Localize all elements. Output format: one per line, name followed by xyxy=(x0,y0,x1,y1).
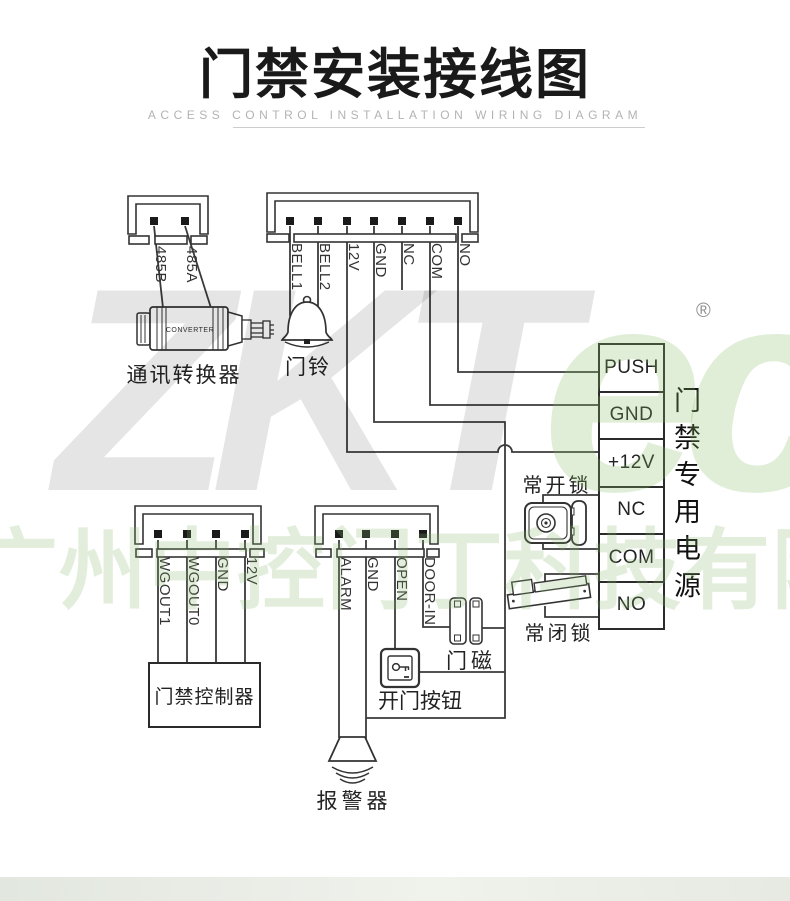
wiegand-connector xyxy=(134,505,262,545)
terminal-12v: +12V xyxy=(600,438,663,486)
registered-trademark-icon: ® xyxy=(696,300,711,322)
power-supply-label: 门禁专用电源 xyxy=(670,386,700,608)
alarm-label: 报警器 xyxy=(316,790,392,813)
exit-button-label: 开门按钮 xyxy=(378,690,462,713)
terminal-nc: NC xyxy=(600,485,663,534)
pin-label-com: COM xyxy=(428,243,445,280)
pin-label-wgout0: WGOUT0 xyxy=(185,557,202,626)
nc-lock-icon xyxy=(506,575,592,610)
doorbell-icon xyxy=(280,295,334,348)
pin-label-wg-12v: 12V xyxy=(243,557,260,586)
wire-door-in xyxy=(422,540,453,628)
wires-wiegand-to-controller xyxy=(157,540,246,662)
pin-label-open: OPEN xyxy=(393,557,410,602)
pin-label-io-gnd: GND xyxy=(364,557,381,592)
converter-text: CONVERTER xyxy=(166,327,214,334)
pin-label-no: NO xyxy=(456,243,473,267)
terminal-com: COM xyxy=(600,533,663,581)
pin-label-12v: 12V xyxy=(345,243,362,272)
converter-icon: CONVERTER xyxy=(136,306,274,351)
wires xyxy=(153,225,598,740)
converter-label: 通讯转换器 xyxy=(126,364,242,387)
main-connector xyxy=(266,192,479,233)
power-supply-box: PUSH GND +12V NC COM NO xyxy=(598,343,665,630)
doorbell-label: 门铃 xyxy=(285,356,331,379)
pin-label-wgout1: WGOUT1 xyxy=(156,557,173,626)
subtitle-underline xyxy=(233,127,645,128)
terminal-push: PUSH xyxy=(604,356,659,378)
controller-box: 门禁控制器 xyxy=(148,662,261,728)
no-lock-icon xyxy=(524,500,587,546)
pin-label-nc: NC xyxy=(400,243,417,266)
no-lock-label: 常开锁 xyxy=(522,475,592,497)
pin-label-wg-gnd: GND xyxy=(214,557,231,592)
wire-com-to-gnd-terminal xyxy=(429,226,598,406)
connector-pins xyxy=(150,217,462,538)
io-connector xyxy=(314,505,439,545)
pin-label-door-in: DOOR-IN xyxy=(421,557,438,626)
pin-label-bell1: BELL1 xyxy=(288,243,305,291)
terminal-gnd: GND xyxy=(600,390,663,439)
bottom-decor-strip xyxy=(0,877,790,901)
alarm-icon xyxy=(327,736,378,784)
rs485-connector xyxy=(127,195,209,235)
nc-lock-label: 常闭锁 xyxy=(524,623,594,645)
pin-label-bell2: BELL2 xyxy=(316,243,333,291)
wire-485a xyxy=(184,225,212,309)
pin-label-gnd: GND xyxy=(372,243,389,278)
pin-label-485a: 485A xyxy=(183,246,200,284)
wire-12v-to-power xyxy=(346,226,598,453)
door-sensor-icon xyxy=(449,597,483,645)
wire-gnd-bus xyxy=(366,226,506,719)
wire-nclock-bottom xyxy=(544,606,598,618)
wire-no-to-push xyxy=(457,226,598,373)
connector-brackets xyxy=(127,192,479,558)
door-sensor-label: 门磁 xyxy=(446,650,496,673)
exit-button-icon xyxy=(379,647,421,689)
page-title: 门禁安装接线图 xyxy=(199,45,591,105)
pin-label-alarm: ALARM xyxy=(337,557,354,612)
terminal-no: NO xyxy=(600,580,663,629)
pin-label-485b: 485B xyxy=(152,246,169,284)
page-subtitle: ACCESS CONTROL INSTALLATION WIRING DIAGR… xyxy=(147,108,643,122)
